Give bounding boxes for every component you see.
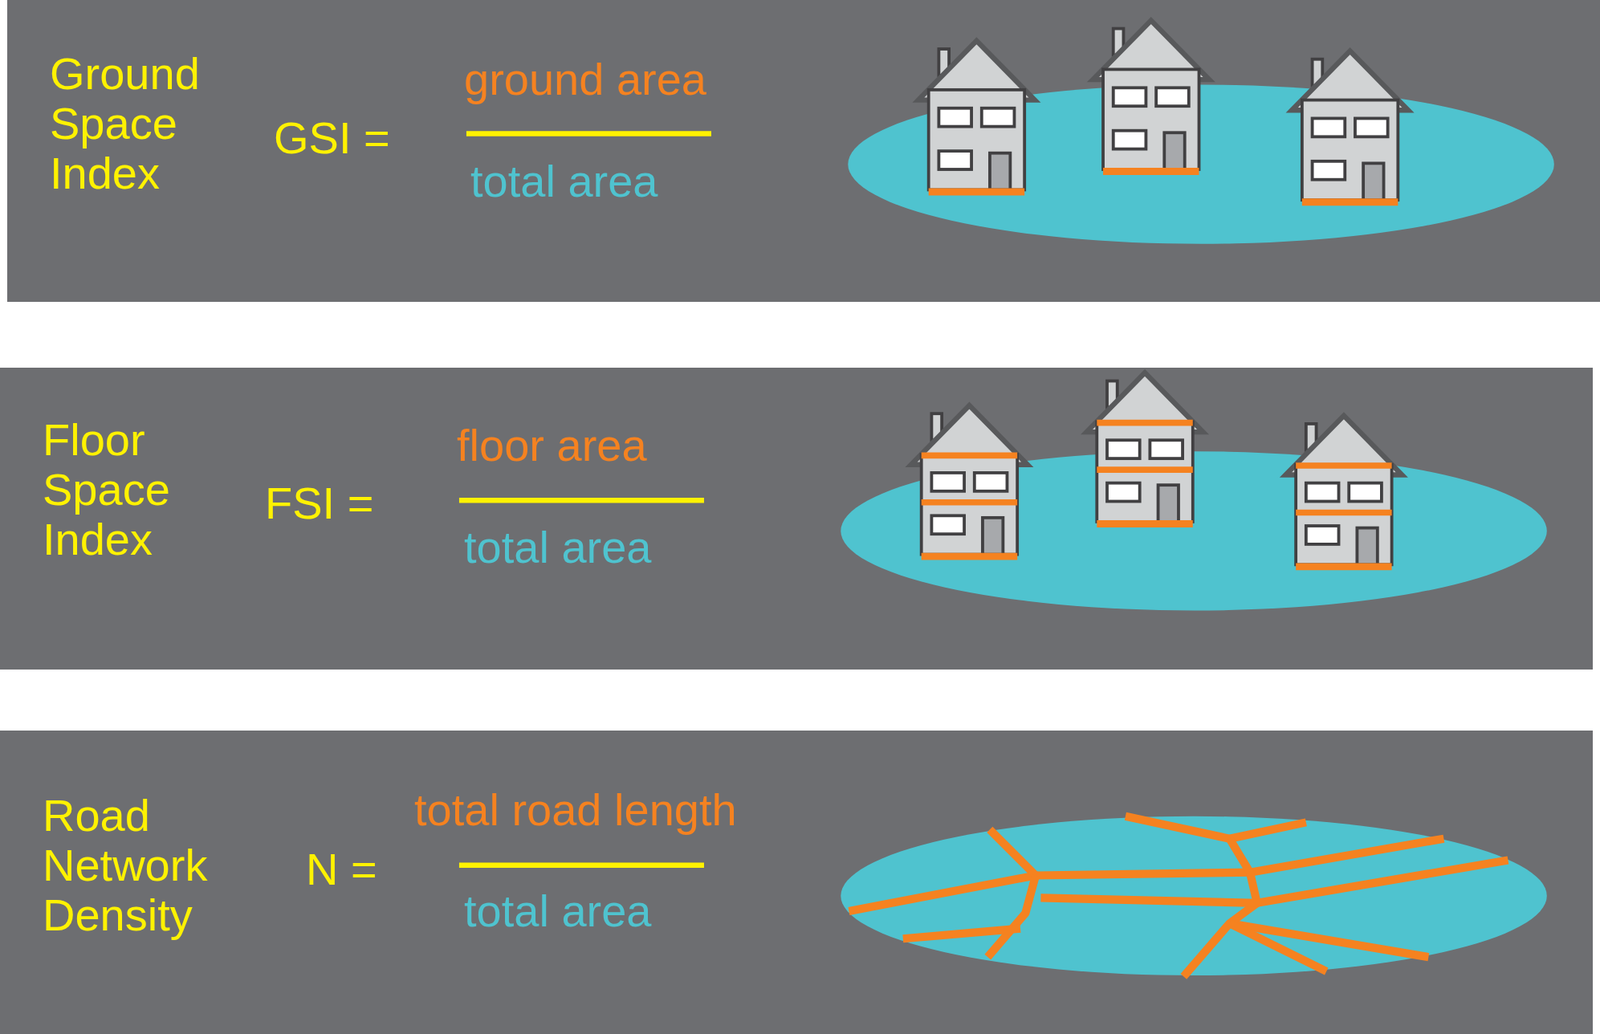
fraction-bar xyxy=(466,130,712,136)
floor-lines xyxy=(1096,423,1193,470)
index-panel: Ground Space Index GSI = ground area total … xyxy=(7,0,1600,302)
formula-label: N = xyxy=(305,844,378,895)
illustration xyxy=(7,0,1600,302)
denominator-text: total area xyxy=(464,522,652,573)
house-icon xyxy=(1092,20,1210,171)
road-line xyxy=(1125,816,1307,839)
floor-lines xyxy=(1295,465,1392,513)
fraction-bar xyxy=(459,497,705,503)
index-title: Floor Space Index xyxy=(42,415,171,565)
illustration xyxy=(0,367,1593,670)
index-title: Road Network Density xyxy=(42,790,208,941)
formula-label: FSI = xyxy=(264,478,374,529)
index-panel: Floor Space Index FSI = floor area total ar… xyxy=(0,367,1593,670)
road-line xyxy=(1183,838,1258,978)
denominator-text: total area xyxy=(470,156,659,207)
index-panel: Road Network Density N = total road length… xyxy=(0,730,1593,1034)
road-line xyxy=(989,829,1036,876)
area-ellipse xyxy=(840,816,1548,976)
numerator-text: floor area xyxy=(456,420,648,471)
house-icon xyxy=(1285,415,1402,567)
denominator-text: total area xyxy=(464,886,652,937)
road-line xyxy=(1229,923,1328,972)
index-title: Ground Space Index xyxy=(49,48,200,199)
house-icon xyxy=(1087,372,1204,524)
house-icon xyxy=(911,405,1028,557)
road-line xyxy=(987,875,1036,957)
illustration xyxy=(0,730,1593,1034)
numerator-text: total road length xyxy=(414,785,737,835)
house-icon xyxy=(918,40,1035,192)
fraction-bar xyxy=(459,863,705,868)
floor-lines xyxy=(921,455,1018,502)
house-icon xyxy=(1291,51,1409,203)
formula-label: GSI = xyxy=(273,113,391,163)
numerator-text: ground area xyxy=(464,54,707,105)
road-line xyxy=(1040,859,1508,903)
road-line xyxy=(903,928,1021,940)
